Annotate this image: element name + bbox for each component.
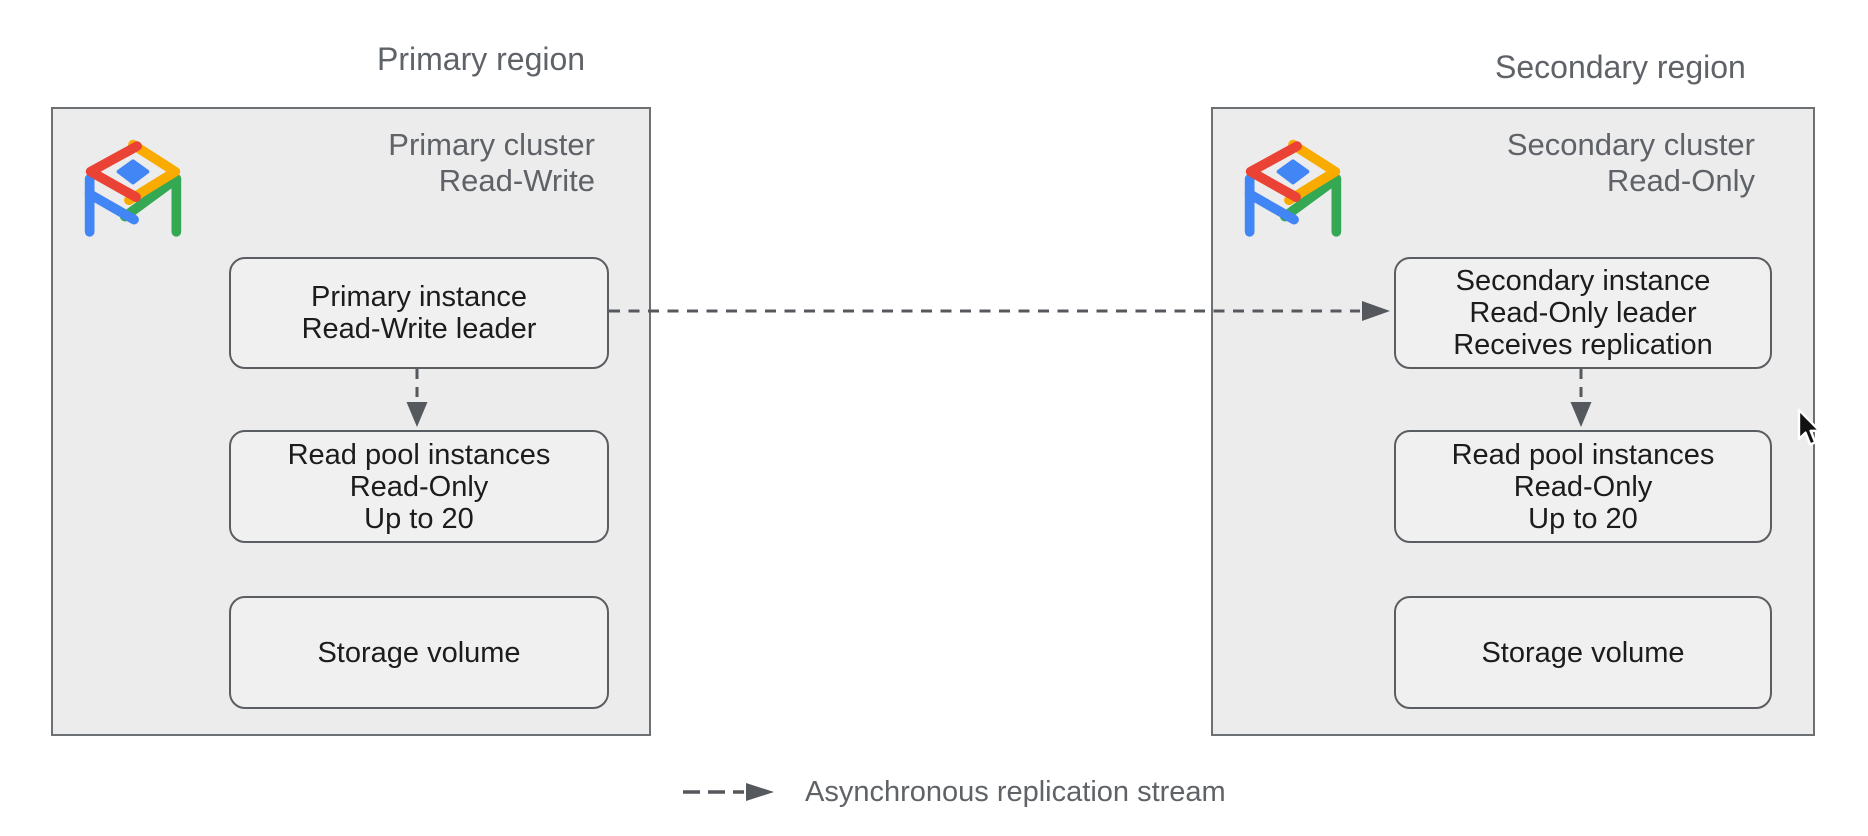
primary-read-pool-node: Read pool instances Read-Only Up to 20: [229, 430, 609, 543]
cluster-title-line: Read-Only: [1606, 163, 1755, 198]
secondary-read-pool-node: Read pool instances Read-Only Up to 20: [1394, 430, 1772, 543]
node-line: Up to 20: [1528, 502, 1638, 535]
node-line: Read pool instances: [1451, 438, 1715, 471]
primary-cluster-box: Primary cluster Read-Write Primary insta…: [51, 107, 651, 736]
node-line: Read-Only: [1513, 470, 1653, 503]
node-line: Secondary instance: [1455, 265, 1711, 297]
primary-instance-node: Primary instance Read-Write leader: [229, 257, 609, 369]
secondary-region-label: Secondary region: [1495, 49, 1746, 85]
node-line: Read-Only leader: [1469, 297, 1697, 329]
alloydb-table-icon: [1244, 139, 1342, 237]
mouse-cursor-icon: [1797, 408, 1821, 446]
node-line: Storage volume: [317, 636, 521, 669]
node-line: Up to 20: [364, 502, 474, 535]
secondary-instance-node: Secondary instance Read-Only leader Rece…: [1394, 257, 1772, 369]
node-line: Storage volume: [1481, 636, 1685, 669]
cluster-title-line: Primary cluster: [388, 127, 595, 162]
node-line: Receives replication: [1453, 329, 1713, 361]
node-line: Read-Only: [349, 470, 489, 503]
secondary-cluster-title: Secondary cluster Read-Only: [1507, 127, 1755, 199]
node-line: Read pool instances: [287, 438, 551, 471]
primary-region-label: Primary region: [377, 41, 586, 77]
secondary-cluster-box: Secondary cluster Read-Only Secondary in…: [1211, 107, 1815, 736]
legend-dashed-arrow: [683, 783, 774, 801]
node-line: Read-Write leader: [301, 313, 537, 345]
legend-label: Asynchronous replication stream: [805, 776, 1226, 808]
alloydb-table-icon: [84, 139, 182, 237]
primary-storage-volume-node: Storage volume: [229, 596, 609, 709]
cluster-title-line: Secondary cluster: [1506, 127, 1755, 162]
node-line: Primary instance: [311, 281, 527, 313]
cluster-title-line: Read-Write: [438, 163, 595, 198]
primary-cluster-title: Primary cluster Read-Write: [388, 127, 595, 199]
secondary-storage-volume-node: Storage volume: [1394, 596, 1772, 709]
